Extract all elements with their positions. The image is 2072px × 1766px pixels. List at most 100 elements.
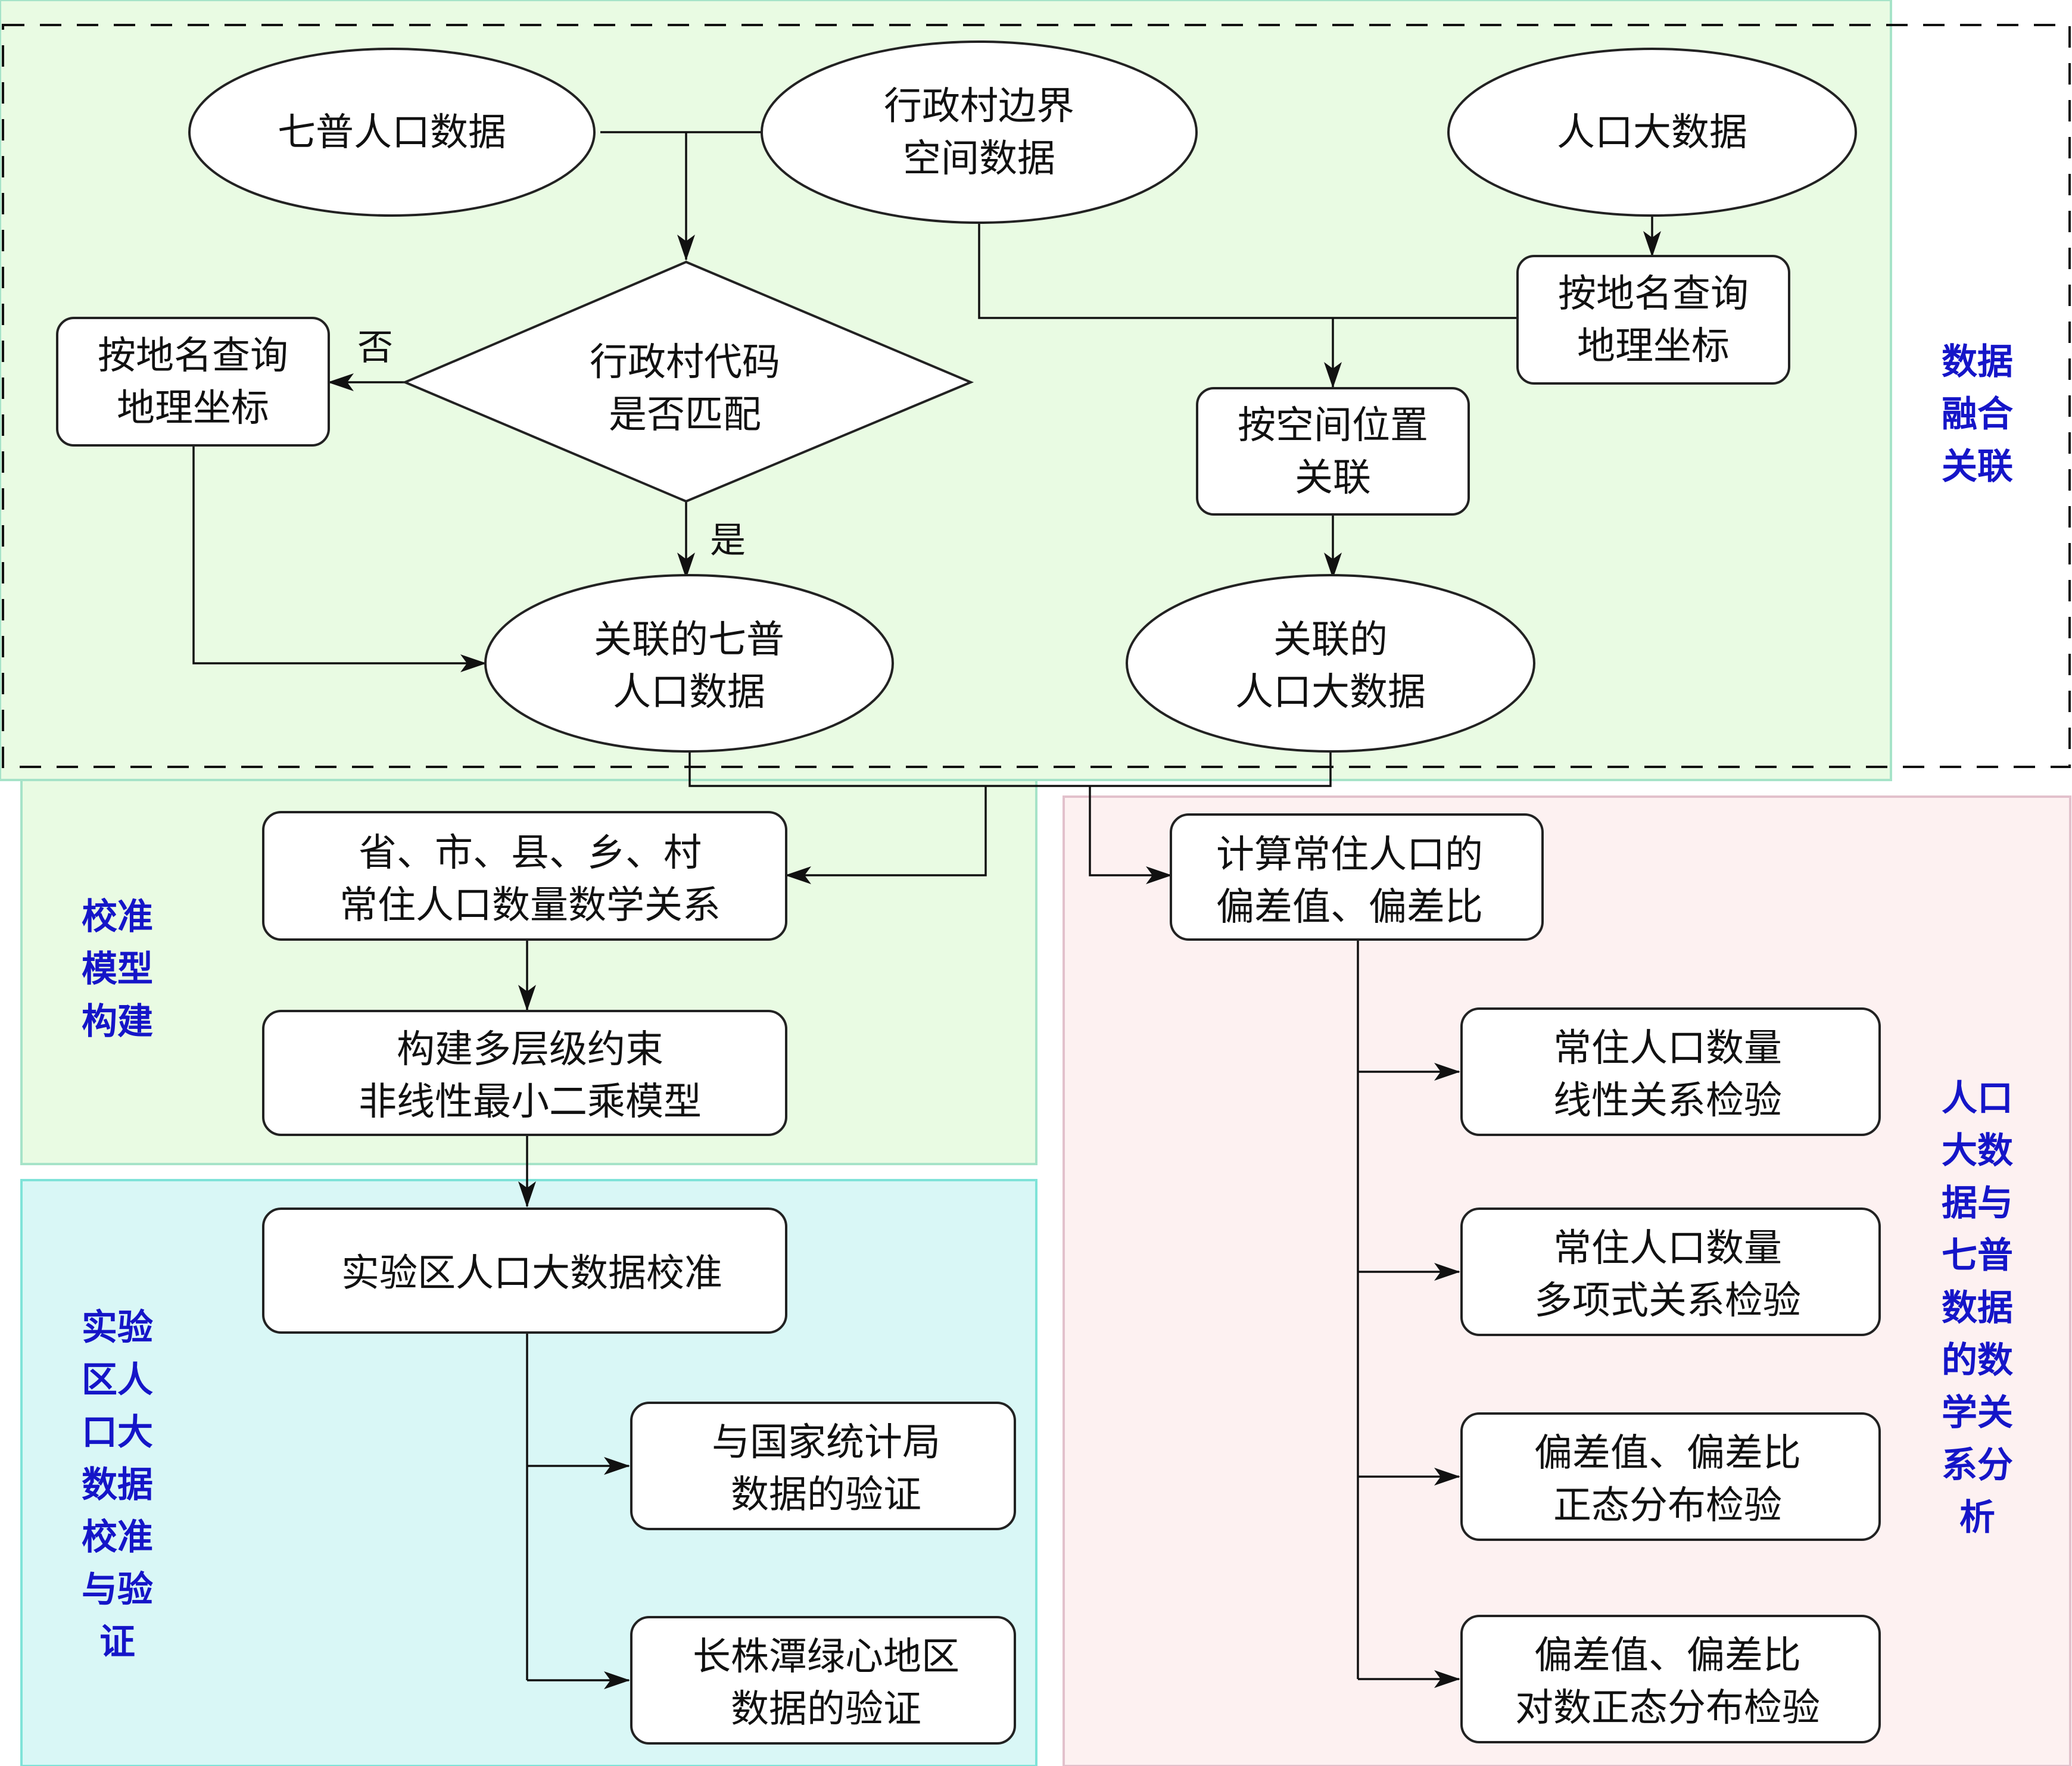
text-line: 行政村边界 — [884, 85, 1074, 129]
text-line: 按地名查询 — [1558, 272, 1749, 316]
text-line: 行政村代码 — [590, 341, 780, 385]
fusion-dashed-boundary — [2, 24, 2071, 768]
node-census7: 七普人口数据 — [188, 48, 596, 217]
svg-text:计算常住人口的偏差值、偏差比: 计算常住人口的偏差值、偏差比 — [1216, 833, 1483, 929]
node-code-match-decision: 行政村代码是否匹配 — [401, 260, 974, 503]
edge-linked-merge — [688, 751, 1332, 787]
node-boundary-data: 行政村边界空间数据 — [761, 40, 1198, 224]
text-line: 多项式关系检验 — [1534, 1279, 1801, 1323]
text-line: 系分 — [1942, 1444, 2013, 1486]
text-line: 证 — [99, 1621, 135, 1663]
svg-text:人口大数据: 人口大数据 — [1557, 111, 1747, 155]
edges: 否 是 — [192, 131, 1661, 1689]
text-line: 对数正态分布检验 — [1515, 1686, 1820, 1730]
svg-text:偏差值、偏差比对数正态分布检验: 偏差值、偏差比对数正态分布检验 — [1515, 1634, 1820, 1730]
text-line: 人口 — [1942, 1078, 2013, 1119]
svg-text:行政村代码是否匹配: 行政村代码是否匹配 — [590, 341, 780, 437]
node-lognormal-test: 偏差值、偏差比对数正态分布检验 — [1460, 1615, 1881, 1743]
text-line: 按空间位置 — [1238, 404, 1428, 448]
text-line: 与验 — [82, 1569, 153, 1611]
text-line: 的数 — [1942, 1340, 2013, 1381]
text-line: 析 — [1959, 1497, 1995, 1539]
text-line: 关联的七普 — [594, 618, 784, 662]
svg-text:省、市、县、乡、村常住人口数量数学关系: 省、市、县、乡、村常住人口数量数学关系 — [339, 831, 721, 928]
text-line: 地理坐标 — [117, 386, 269, 430]
svg-text:与国家统计局数据的验证: 与国家统计局数据的验证 — [712, 1421, 940, 1517]
text-line: 数据 — [82, 1464, 153, 1506]
text-line: 是否匹配 — [609, 393, 761, 437]
svg-text:实验区人口大数据校准: 实验区人口大数据校准 — [341, 1252, 722, 1296]
text-line: 融合 — [1942, 394, 2013, 435]
svg-text:行政村边界空间数据: 行政村边界空间数据 — [884, 85, 1074, 181]
svg-text:按地名查询地理坐标: 按地名查询地理坐标 — [98, 334, 288, 430]
node-geocode-left: 按地名查询地理坐标 — [56, 317, 330, 447]
svg-text:七普人口数据: 七普人口数据 — [278, 111, 506, 155]
text-line: 数据 — [1942, 1287, 2013, 1329]
text-line: 偏差值、偏差比 — [1534, 1634, 1801, 1678]
text-line: 偏差值、偏差比 — [1216, 885, 1483, 929]
svg-text:偏差值、偏差比正态分布检验: 偏差值、偏差比正态分布检验 — [1534, 1431, 1801, 1528]
text-line: 常住人口数量数学关系 — [339, 884, 721, 928]
text-line: 省、市、县、乡、村 — [359, 831, 702, 875]
text-line: 据与 — [1942, 1182, 2013, 1224]
text-line: 实验 — [82, 1307, 153, 1349]
text-line: 关联的 — [1273, 618, 1388, 662]
svg-text:长株潭绿心地区数据的验证: 长株潭绿心地区数据的验证 — [693, 1635, 959, 1731]
node-deviation: 计算常住人口的偏差值、偏差比 — [1170, 813, 1544, 941]
node-linear-test: 常住人口数量线性关系检验 — [1460, 1007, 1881, 1136]
node-verify-nbs: 与国家统计局数据的验证 — [630, 1402, 1016, 1530]
text-line: 空间数据 — [903, 137, 1055, 181]
text-line: 与国家统计局 — [712, 1421, 940, 1465]
edge-to-admin-relation — [785, 786, 987, 884]
text-line: 人口数据 — [613, 670, 765, 714]
text-line: 地理坐标 — [1577, 325, 1730, 369]
svg-text:构建多层级约束非线性最小二乘模型: 构建多层级约束非线性最小二乘模型 — [359, 1028, 702, 1124]
svg-text:关联的人口大数据: 关联的人口大数据 — [1235, 618, 1426, 714]
node-geocode-right: 按地名查询地理坐标 — [1516, 255, 1790, 385]
text-line: 七普 — [1942, 1235, 2013, 1277]
node-nls-model: 构建多层级约束非线性最小二乘模型 — [262, 1010, 787, 1136]
svg-text:按地名查询地理坐标: 按地名查询地理坐标 — [1558, 272, 1749, 369]
text-line: 数据的验证 — [731, 1687, 921, 1731]
node-normal-test: 偏差值、偏差比正态分布检验 — [1460, 1412, 1881, 1541]
edge-label-yes: 是 — [710, 520, 746, 561]
text-line: 区人 — [82, 1359, 153, 1401]
node-bigdata: 人口大数据 — [1447, 48, 1857, 217]
text-line: 七普人口数据 — [278, 111, 506, 155]
text-line: 线性关系检验 — [1553, 1079, 1782, 1123]
svg-text:关联的七普人口数据: 关联的七普人口数据 — [594, 618, 784, 714]
text-line: 构建多层级约束 — [397, 1028, 663, 1072]
text-line: 口大 — [82, 1412, 153, 1453]
text-line: 人口大数据 — [1557, 111, 1747, 155]
svg-text:按空间位置关联: 按空间位置关联 — [1238, 404, 1428, 500]
side-label-validation: 实验区人口大数据校准与验证 — [82, 1307, 153, 1663]
text-line: 大数 — [1942, 1130, 2013, 1172]
node-admin-relation: 省、市、县、乡、村常住人口数量数学关系 — [262, 811, 787, 941]
node-calibrate: 实验区人口大数据校准 — [262, 1208, 787, 1334]
node-spatial-join: 按空间位置关联 — [1196, 387, 1470, 516]
svg-text:常住人口数量线性关系检验: 常住人口数量线性关系检验 — [1553, 1026, 1782, 1123]
text-line: 偏差值、偏差比 — [1534, 1431, 1801, 1475]
edge-to-deviation — [1089, 786, 1172, 884]
side-label-fusion: 数据融合关联 — [1942, 341, 2013, 488]
text-line: 关联 — [1942, 446, 2013, 488]
node-linked-bigdata: 关联的人口大数据 — [1126, 574, 1535, 753]
node-linked-census7: 关联的七普人口数据 — [484, 574, 894, 753]
text-line: 实验区人口大数据校准 — [341, 1252, 722, 1296]
node-poly-test: 常住人口数量多项式关系检验 — [1460, 1208, 1881, 1336]
text-line: 常住人口数量 — [1553, 1026, 1782, 1071]
text-line: 长株潭绿心地区 — [693, 1635, 959, 1679]
text-line: 数据 — [1942, 341, 2013, 383]
edge-boundary-geocode-to-join — [978, 221, 1518, 319]
text-line: 正态分布检验 — [1553, 1484, 1782, 1528]
text-line: 计算常住人口的 — [1216, 833, 1483, 877]
text-line: 关联 — [1295, 456, 1371, 500]
text-line: 按地名查询 — [98, 334, 288, 378]
text-line: 常住人口数量 — [1553, 1227, 1782, 1271]
text-line: 非线性最小二乘模型 — [359, 1080, 702, 1124]
edge-geocode-left-to-linked — [192, 445, 487, 672]
text-line: 校准 — [82, 896, 153, 938]
side-label-analysis: 人口大数据与七普数据的数学关系分析 — [1942, 1078, 2013, 1539]
edge-label-no: 否 — [357, 327, 393, 369]
